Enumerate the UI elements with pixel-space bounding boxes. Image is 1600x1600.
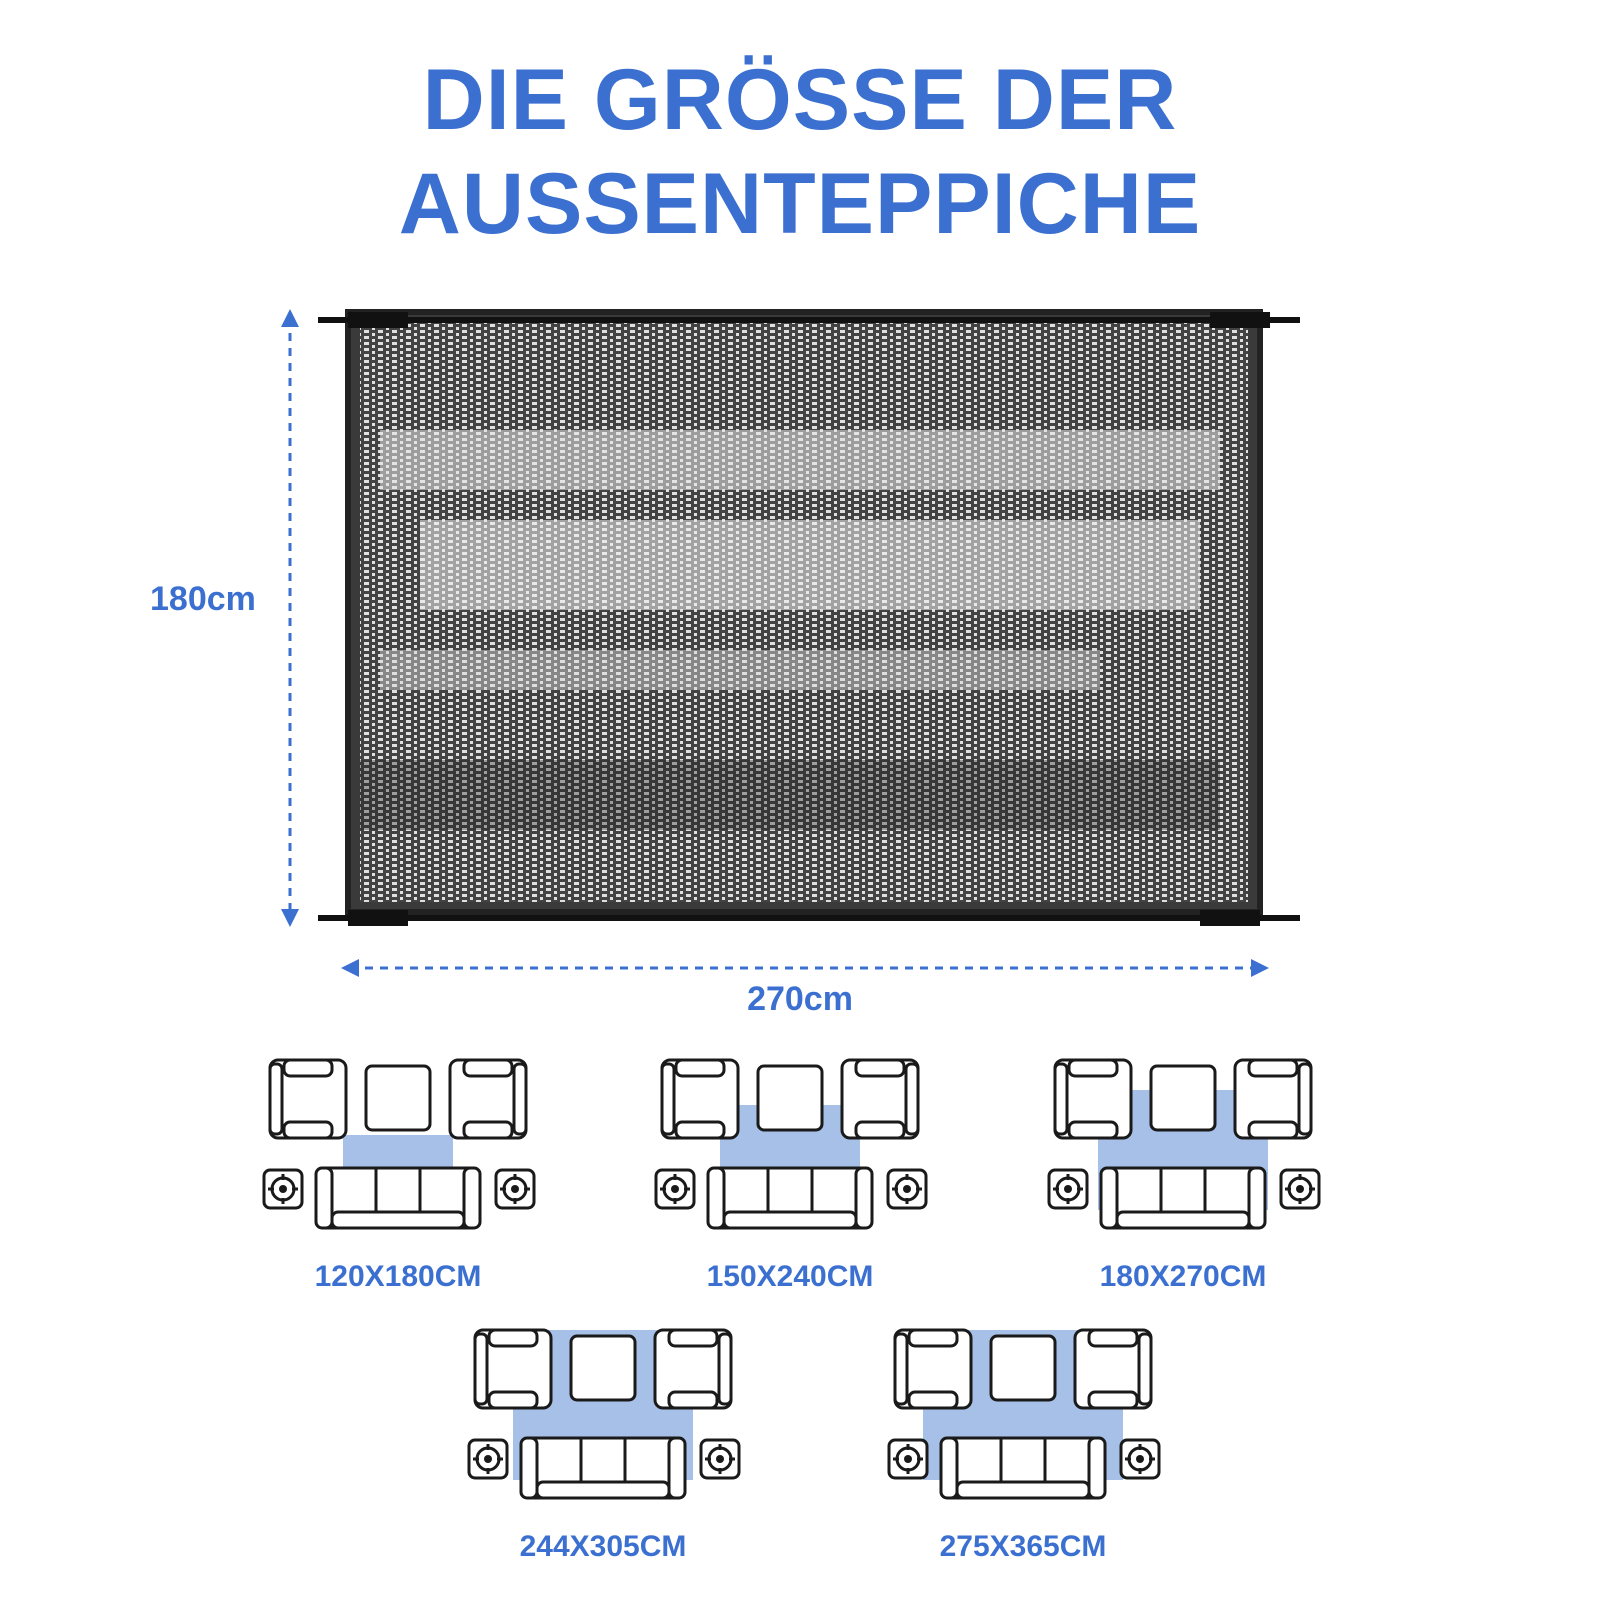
size-label-1: 120X180CM [314,1260,482,1293]
page-title: DIE GRÖSSE DER AUSSENTEPPICHE [0,48,1600,256]
height-label: 180cm [150,580,256,618]
coffee-table-icon [756,1064,824,1132]
sofa-icon [314,1166,482,1230]
armchair-icon [840,1058,920,1140]
coffee-table-icon [569,1334,637,1402]
size-label-2: 150X240CM [706,1260,874,1293]
armchair-icon [893,1328,973,1410]
side-table-icon [467,1438,509,1480]
coffee-table-icon [364,1064,432,1132]
armchair-icon [660,1058,740,1140]
sofa-icon [706,1166,874,1230]
armchair-icon [448,1058,528,1140]
side-table-icon [494,1168,536,1210]
sofa-icon [939,1436,1107,1500]
side-table-icon [886,1168,928,1210]
side-table-icon [1047,1168,1089,1210]
side-table-icon [699,1438,741,1480]
armchair-icon [1073,1328,1153,1410]
coffee-table-icon [1149,1064,1217,1132]
armchair-icon [1053,1058,1133,1140]
width-label: 270cm [747,980,853,1018]
size-layout-5 [887,1328,1161,1500]
side-table-icon [887,1438,929,1480]
coffee-table-icon [989,1334,1057,1402]
sofa-icon [519,1436,687,1500]
size-label-5: 275X365CM [939,1530,1107,1563]
size-layout-4 [467,1328,741,1500]
side-table-icon [1119,1438,1161,1480]
side-table-icon [654,1168,696,1210]
size-label-3: 180X270CM [1099,1260,1267,1293]
sofa-icon [1099,1166,1267,1230]
title-line-2: AUSSENTEPPICHE [398,156,1202,252]
armchair-icon [268,1058,348,1140]
size-layouts [262,1058,1321,1500]
size-label-4: 244X305CM [519,1530,687,1563]
size-layout-3 [1047,1058,1321,1230]
size-layout-1 [262,1058,536,1230]
side-table-icon [262,1168,304,1210]
rug-image [318,309,1300,926]
armchair-icon [653,1328,733,1410]
size-layout-2 [654,1058,928,1230]
armchair-icon [1233,1058,1313,1140]
armchair-icon [473,1328,553,1410]
side-table-icon [1279,1168,1321,1210]
title-line-1: DIE GRÖSSE DER [422,52,1178,148]
